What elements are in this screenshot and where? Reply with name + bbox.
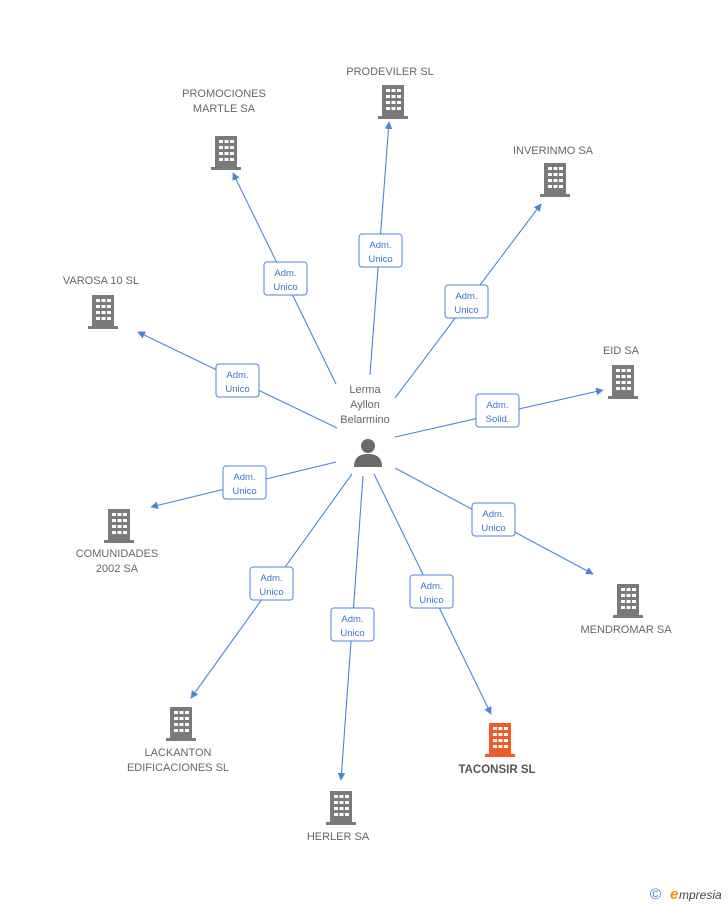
role-badge-text: Adm.	[260, 573, 282, 584]
copyright-symbol: ©	[650, 886, 661, 903]
company-node-inverinmo[interactable]: INVERINMO SA	[513, 145, 594, 197]
brand-logo-text: mpresia	[679, 888, 722, 902]
role-badge-box	[222, 465, 267, 500]
role-badge-eid[interactable]: Adm. Solid.	[475, 393, 520, 428]
building-icon	[211, 136, 241, 170]
building-icon	[613, 584, 643, 618]
role-badge-text: Adm.	[486, 400, 508, 411]
person-icon	[354, 439, 382, 467]
company-label: MENDROMAR SA	[580, 624, 672, 636]
role-badge-text: Unico	[259, 587, 283, 598]
brand-logo-initial: e	[670, 886, 678, 903]
company-node-promociones-martle[interactable]: PROMOCIONES MARTLE SA	[182, 88, 266, 170]
company-label: EID SA	[603, 345, 640, 357]
role-badge-lackanton[interactable]: Adm. Unico	[249, 566, 294, 601]
role-badge-text: Adm.	[369, 240, 391, 251]
company-label: TACONSIR SL	[458, 764, 535, 776]
company-label: PROMOCIONES	[182, 88, 266, 100]
center-person[interactable]: Lerma Ayllon Belarmino	[340, 384, 390, 467]
role-badge-box	[263, 261, 308, 296]
company-label: MARTLE SA	[193, 103, 256, 115]
role-badge-text: Unico	[225, 384, 249, 395]
role-badge-box	[330, 607, 375, 642]
watermark: © e mpresia	[650, 886, 722, 903]
role-badge-text: Adm.	[482, 509, 504, 520]
building-icon	[166, 707, 196, 741]
role-badge-text: Solid.	[486, 414, 510, 425]
person-name-line-3: Belarmino	[340, 414, 390, 426]
role-badge-text: Adm.	[274, 268, 296, 279]
role-badge-box	[471, 502, 516, 537]
role-badge-box	[475, 393, 520, 428]
role-badge-text: Unico	[232, 486, 256, 497]
role-badge-inverinmo[interactable]: Adm. Unico	[444, 284, 489, 319]
role-badge-text: Adm.	[455, 291, 477, 302]
role-badge-box	[249, 566, 294, 601]
company-label: EDIFICACIONES SL	[127, 762, 229, 774]
building-icon	[104, 509, 134, 543]
person-name-line-2: Ayllon	[350, 399, 380, 411]
building-icon	[326, 791, 356, 825]
role-badge-box	[444, 284, 489, 319]
role-badge-text: Adm.	[341, 614, 363, 625]
role-badge-varosa[interactable]: Adm. Unico	[215, 363, 260, 398]
building-icon	[485, 723, 515, 757]
company-node-comunidades[interactable]: COMUNIDADES 2002 SA	[76, 509, 159, 575]
role-badge-text: Unico	[481, 523, 505, 534]
building-icon	[88, 295, 118, 329]
role-badge-text: Adm.	[420, 581, 442, 592]
company-node-lackanton[interactable]: LACKANTON EDIFICACIONES SL	[127, 707, 229, 774]
company-node-prodeviler[interactable]: PRODEVILER SL	[346, 66, 434, 119]
person-name-line-1: Lerma	[349, 384, 381, 396]
role-badge-herler[interactable]: Adm. Unico	[330, 607, 375, 642]
company-label: COMUNIDADES	[76, 548, 159, 560]
company-node-varosa[interactable]: VAROSA 10 SL	[63, 275, 139, 329]
role-badge-text: Adm.	[226, 370, 248, 381]
role-badge-text: Unico	[340, 628, 364, 639]
role-badge-text: Unico	[273, 282, 297, 293]
role-badge-mendromar[interactable]: Adm. Unico	[471, 502, 516, 537]
role-badge-text: Adm.	[233, 472, 255, 483]
building-icon	[608, 365, 638, 399]
company-label: VAROSA 10 SL	[63, 275, 139, 287]
building-icon	[540, 163, 570, 197]
company-label: HERLER SA	[307, 831, 370, 843]
role-badge-promociones-martle[interactable]: Adm. Unico	[263, 261, 308, 296]
company-label: 2002 SA	[96, 563, 139, 575]
role-badge-comunidades[interactable]: Adm. Unico	[222, 465, 267, 500]
role-badge-prodeviler[interactable]: Adm. Unico	[358, 233, 403, 268]
building-icon	[378, 85, 408, 119]
role-badge-text: Unico	[454, 305, 478, 316]
role-badge-text: Unico	[368, 254, 392, 265]
role-badge-text: Unico	[419, 595, 443, 606]
company-node-mendromar[interactable]: MENDROMAR SA	[580, 584, 672, 636]
role-badge-box	[358, 233, 403, 268]
edges-layer: Adm.UnicoAdm.UnicoAdm.UnicoAdm.UnicoAdm.…	[137, 121, 604, 781]
company-label: PRODEVILER SL	[346, 66, 433, 78]
company-node-eid[interactable]: EID SA	[603, 345, 640, 399]
nodes-layer: PRODEVILER SL PROMOCIONES MARTLE SA INVERIN…	[63, 66, 672, 843]
role-badge-box	[215, 363, 260, 398]
company-label: LACKANTON	[144, 747, 211, 759]
role-badge-taconsir[interactable]: Adm. Unico	[409, 574, 454, 609]
company-node-herler[interactable]: HERLER SA	[307, 791, 370, 843]
company-label: INVERINMO SA	[513, 145, 594, 157]
company-node-taconsir[interactable]: TACONSIR SL	[458, 723, 536, 776]
role-badge-box	[409, 574, 454, 609]
